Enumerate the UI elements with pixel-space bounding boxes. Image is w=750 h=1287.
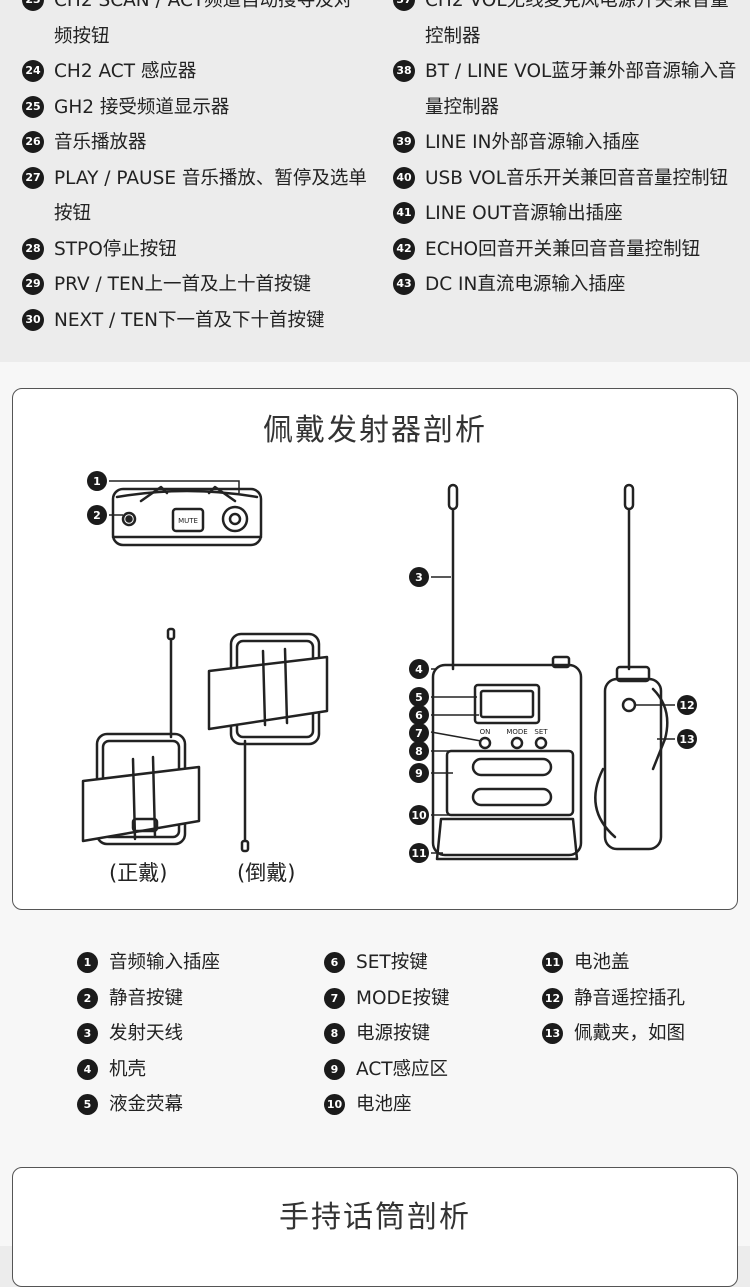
number-badge: 25	[22, 95, 44, 118]
number-badge: 37	[393, 0, 415, 11]
callout-1: 1	[93, 475, 101, 488]
number-badge: 40	[393, 166, 415, 189]
transmitter-back-worn	[207, 632, 329, 853]
number-badge: 6	[324, 952, 345, 973]
callout-badges: 1 2 3 4 5 6 7 8 9 10 11 12 13	[87, 471, 697, 863]
callout-3: 3	[415, 571, 423, 584]
callout-2: 2	[93, 509, 101, 522]
number-badge: 11	[542, 952, 563, 973]
number-badge: 13	[542, 1023, 563, 1044]
caption-back-worn: (倒戴)	[237, 861, 296, 885]
number-badge: 27	[22, 166, 44, 189]
section-title: 手持话筒剖析	[279, 1200, 471, 1235]
handheld-mic-panel: 手持话筒剖析	[12, 1167, 738, 1287]
list-item: 37CH2 VOL无线麦克风电源开关兼音量控制器	[393, 0, 743, 54]
mode-label: MODE	[506, 728, 527, 736]
number-badge: 1	[77, 952, 98, 973]
number-badge: 42	[393, 237, 415, 260]
number-badge: 38	[393, 60, 415, 82]
transmitter-section: 佩戴发射器剖析	[0, 362, 750, 1287]
transmitter-top-view	[111, 485, 263, 547]
number-badge: 4	[77, 1058, 98, 1080]
callout-12: 12	[679, 699, 694, 712]
number-badge: 26	[22, 131, 44, 153]
callout-5: 5	[415, 691, 423, 704]
caption-front-worn: (正戴)	[109, 861, 168, 885]
number-badge: 12	[542, 987, 563, 1009]
callout-4: 4	[415, 663, 423, 676]
callout-10: 10	[411, 809, 427, 822]
number-badge: 30	[22, 308, 44, 331]
transmitter-front-worn	[81, 627, 201, 846]
number-badge: 41	[393, 202, 415, 224]
callout-7: 7	[415, 727, 423, 740]
transmitter-diagram: 1 2 3 4 5 6 7 8 9 10 11 12 13 MUTE ON MO…	[81, 471, 697, 863]
transmitter-main-front	[431, 483, 635, 861]
callout-9: 9	[415, 767, 423, 780]
section-title: 佩戴发射器剖析	[263, 413, 487, 448]
list-item: 23CH2 SCAN / ACT频道自动搜寻及对频按钮	[22, 0, 367, 54]
number-badge: 5	[77, 1094, 98, 1115]
transmitter-side-view	[594, 665, 669, 851]
number-badge: 8	[324, 1023, 345, 1044]
callout-8: 8	[415, 745, 423, 758]
number-badge: 23	[22, 0, 44, 11]
number-badge: 24	[22, 60, 44, 82]
number-badge: 2	[77, 987, 98, 1009]
number-badge: 3	[77, 1023, 98, 1044]
number-badge: 9	[324, 1058, 345, 1080]
callout-11: 11	[411, 847, 426, 860]
callout-13: 13	[679, 733, 694, 746]
number-badge: 7	[324, 987, 345, 1009]
transmitter-diagram-panel: 佩戴发射器剖析	[12, 388, 738, 910]
on-label: ON	[480, 728, 491, 736]
number-badge: 28	[22, 237, 44, 260]
set-label: SET	[534, 728, 548, 736]
number-badge: 10	[324, 1094, 345, 1115]
mute-label: MUTE	[178, 517, 198, 525]
number-badge: 43	[393, 273, 415, 295]
number-badge: 29	[22, 273, 44, 295]
callout-6: 6	[415, 709, 423, 722]
number-badge: 39	[393, 131, 415, 153]
